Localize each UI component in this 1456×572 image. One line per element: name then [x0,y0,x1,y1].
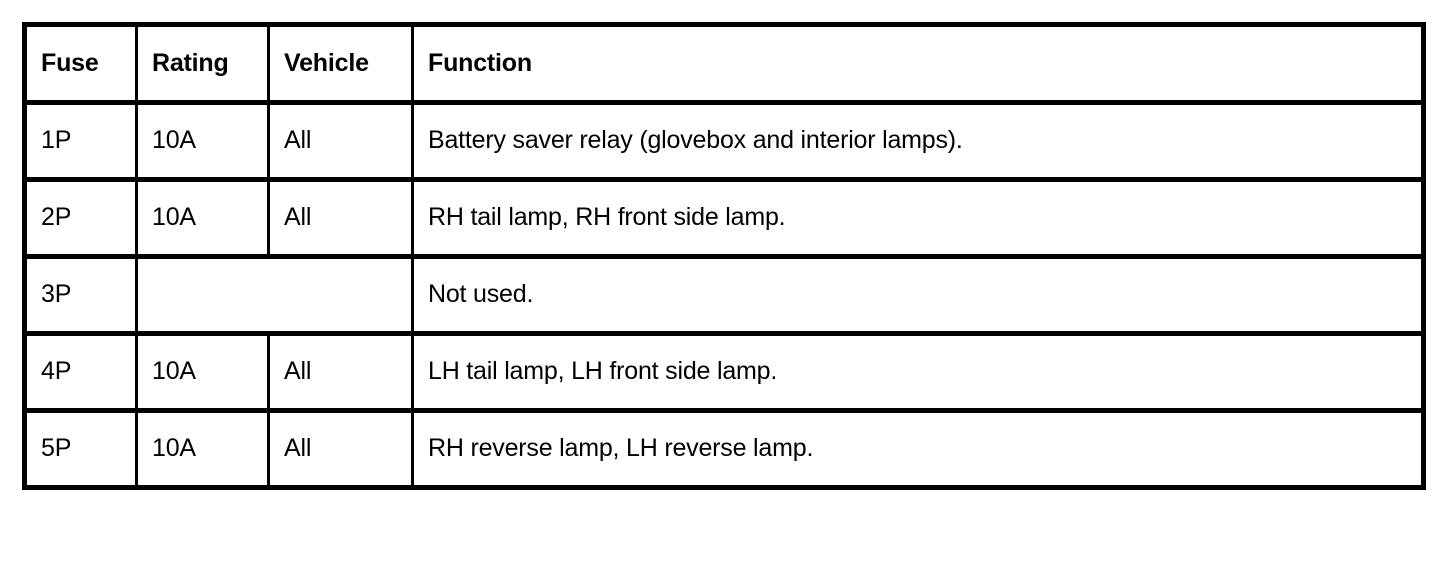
cell-function: Not used. [411,254,1426,336]
cell-fuse: 1P [22,100,138,182]
table-row: 5P 10A All RH reverse lamp, LH reverse l… [22,408,1426,490]
column-header-fuse: Fuse [22,22,138,105]
table-header-row: Fuse Rating Vehicle Function [22,22,1426,105]
cell-rating-vehicle-merged-empty [135,254,414,336]
cell-function: Battery saver relay (glovebox and interi… [411,100,1426,182]
column-header-function: Function [411,22,1426,105]
cell-vehicle: All [267,177,414,259]
cell-function: LH tail lamp, LH front side lamp. [411,331,1426,413]
cell-fuse: 2P [22,177,138,259]
cell-rating: 10A [135,100,270,182]
column-header-vehicle: Vehicle [267,22,414,105]
cell-rating: 10A [135,408,270,490]
cell-fuse: 4P [22,331,138,413]
cell-vehicle: All [267,408,414,490]
cell-rating: 10A [135,331,270,413]
table-header: Fuse Rating Vehicle Function [22,22,1426,105]
cell-function: RH tail lamp, RH front side lamp. [411,177,1426,259]
table-row: 1P 10A All Battery saver relay (glovebox… [22,100,1426,182]
table-body: 1P 10A All Battery saver relay (glovebox… [22,100,1426,490]
table-row: 3P Not used. [22,254,1426,336]
column-header-rating: Rating [135,22,270,105]
cell-vehicle: All [267,331,414,413]
cell-fuse: 3P [22,254,138,336]
table-row: 2P 10A All RH tail lamp, RH front side l… [22,177,1426,259]
cell-rating: 10A [135,177,270,259]
cell-fuse: 5P [22,408,138,490]
table-row: 4P 10A All LH tail lamp, LH front side l… [22,331,1426,413]
cell-vehicle: All [267,100,414,182]
cell-function: RH reverse lamp, LH reverse lamp. [411,408,1426,490]
fuse-table: Fuse Rating Vehicle Function 1P 10A All … [22,22,1426,490]
